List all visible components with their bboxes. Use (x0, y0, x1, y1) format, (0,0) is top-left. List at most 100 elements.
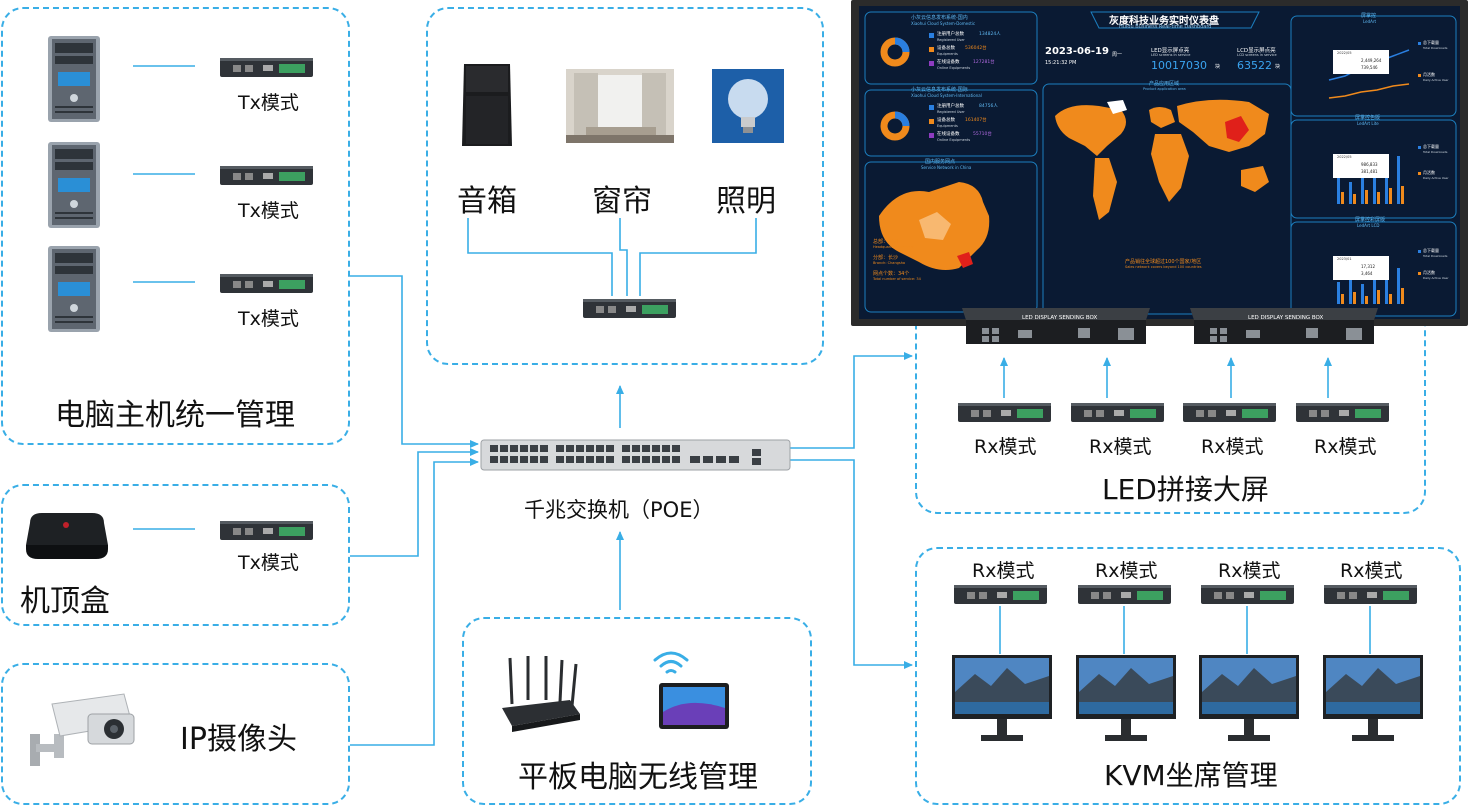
r1-month: 2022/05 (1337, 51, 1352, 55)
r2-dau: 381,481 (1361, 169, 1378, 174)
tx-mode-label: Tx模式 (238, 552, 299, 574)
monitor-icon (952, 655, 1052, 741)
curtain-label: 窗帘 (592, 184, 652, 219)
led-box-label-2: LED DISPLAY SENDING BOX (1248, 315, 1324, 321)
led-wall-label: LED拼接大屏 (1102, 473, 1269, 506)
dom-eq-en: Equipments (937, 52, 958, 56)
pc-tower-icon (48, 36, 100, 122)
rx-extender-icon (1296, 403, 1389, 422)
tx-extender-icon (220, 521, 313, 540)
r3-downloads-en: Total Downloads (1423, 254, 1448, 258)
rx-mode-label: Rx模式 (1201, 436, 1264, 458)
intl-sub: Xiaohui Cloud System-International (911, 93, 982, 98)
r1-title: 屏掌控 (1361, 13, 1377, 19)
panel-tablet-wireless (462, 617, 812, 805)
tx-extender-icon (220, 58, 313, 77)
r2-dau-en: Daily Active User (1423, 176, 1449, 180)
router-icon (502, 656, 580, 732)
world-note: 产品销往全球超过100个国家/地区 (1125, 259, 1202, 265)
led-label: LED显示屏点亮 (1151, 48, 1190, 54)
hq-en: Headquarter: Shenzhen (873, 245, 915, 249)
kvm-label: KVM坐席管理 (1104, 759, 1278, 792)
china-title: 国内服务网点 (925, 159, 956, 165)
r3-month: 2023/01 (1337, 257, 1352, 261)
curtain-icon (566, 69, 674, 143)
rx-extender-icon (1183, 403, 1276, 422)
r3-sub: LedArt LCD (1357, 223, 1380, 228)
lcd-unit: 块 (1275, 64, 1281, 70)
r2-dau-label: 月活数 (1423, 170, 1435, 175)
world-note-en: Sales network covers beyond 100 countrie… (1125, 265, 1202, 269)
dom-online-label: 在线设备数 (937, 60, 960, 65)
dom-online-value: 127281台 (973, 60, 995, 65)
int-eq-en: Equipments (937, 124, 958, 128)
pc-tower-icon (48, 142, 100, 228)
dash-weekday: 周一 (1112, 52, 1123, 58)
pc-group-label: 电脑主机统一管理 (55, 398, 295, 433)
panel-smart-home (426, 7, 824, 365)
rx-mode-label: Rx模式 (1095, 560, 1158, 582)
dom-reg-value: 134824人 (979, 32, 1001, 37)
monitor-icon (1323, 655, 1423, 741)
int-online-value: 55710台 (973, 132, 992, 137)
tx-mode-label: Tx模式 (238, 200, 299, 222)
dom-reg-label: 注册用户总数 (937, 32, 964, 37)
tablet-icon (659, 683, 729, 729)
int-online-label: 在线设备数 (937, 132, 960, 137)
int-eq-label: 设备总数 (937, 118, 955, 123)
int-eq-value: 161407台 (965, 118, 987, 123)
dom-online-en: Online Equipments (937, 66, 971, 70)
lighting-label: 照明 (716, 184, 776, 219)
dom-reg-en: Registered User (937, 38, 965, 42)
r2-downloads-en: Total Downloads (1423, 150, 1448, 154)
panel-ip-camera (1, 663, 350, 805)
r2-downloads: 总下载量 (1423, 144, 1439, 149)
r2-sub: LedArt Lite (1357, 121, 1379, 126)
tx-mode-label: Tx模式 (238, 92, 299, 114)
int-reg-en: Registered User (937, 110, 965, 114)
dash-date: 2023-06-19 (1045, 46, 1109, 57)
rx-mode-label: Rx模式 (1340, 560, 1403, 582)
set-top-box-icon (26, 513, 108, 559)
r1-dau: 739,546 (1361, 65, 1378, 70)
area-sub: Product application area (1143, 87, 1186, 91)
r1-dau-en: Daily Active User (1423, 78, 1449, 82)
rx-extender-icon (1078, 585, 1171, 604)
rx-extender-icon (1201, 585, 1294, 604)
int-online-en: Online Equipments (937, 138, 971, 142)
monitor-icon (1199, 655, 1299, 741)
ip-camera-icon (30, 693, 135, 766)
tablet-label: 平板电脑无线管理 (518, 760, 758, 795)
lcd-sub: LCD screens in service (1237, 53, 1277, 57)
branch-en: Branch: Changsha (873, 261, 906, 265)
dashboard-display: 灰度科技业务实时仪表盘 Huidu Business Real-time Das… (859, 6, 1460, 319)
r3-dau: 3,464 (1361, 271, 1373, 276)
rx-extender-icon (1324, 585, 1417, 604)
tx-extender-icon (220, 166, 313, 185)
panel-kvm (915, 547, 1461, 805)
branch-text: 分部：长沙 (873, 255, 899, 261)
domestic-title: 小灰云信息发布系统-国内 (911, 15, 968, 21)
dom-eq-value: 536042台 (965, 46, 987, 51)
r1-downloads-en: Total Downloads (1423, 46, 1448, 50)
outlets-en: Total number of service: 34 (873, 277, 921, 281)
area-title: 产品应用区域 (1149, 81, 1180, 87)
dashboard-frames (864, 11, 1457, 317)
switch-label: 千兆交换机（POE） (524, 498, 714, 522)
control-box-icon (583, 299, 676, 318)
china-sub: Service Network in China (921, 165, 972, 170)
tx-mode-label: Tx模式 (238, 308, 299, 330)
hq-text: 总部：深圳 (873, 239, 899, 245)
rx-extender-icon (958, 403, 1051, 422)
dash-time: 15:21:32 PM (1045, 60, 1077, 66)
r1-sub: LedArt (1363, 19, 1377, 24)
dashboard-subtitle: Huidu Business Real-time Dashboard (1119, 24, 1212, 30)
r1-dl: 2,449,264 (1361, 58, 1382, 63)
intl-title: 小灰云信息发布系统-国际 (911, 87, 968, 93)
lcd-label: LCD显示屏点亮 (1237, 48, 1276, 54)
r3-dau-en: Daily Active User (1423, 276, 1449, 280)
rx-mode-label: Rx模式 (972, 560, 1035, 582)
led-unit: 块 (1215, 64, 1221, 70)
rx-mode-label: Rx模式 (974, 436, 1037, 458)
tx-extender-icon (220, 274, 313, 293)
